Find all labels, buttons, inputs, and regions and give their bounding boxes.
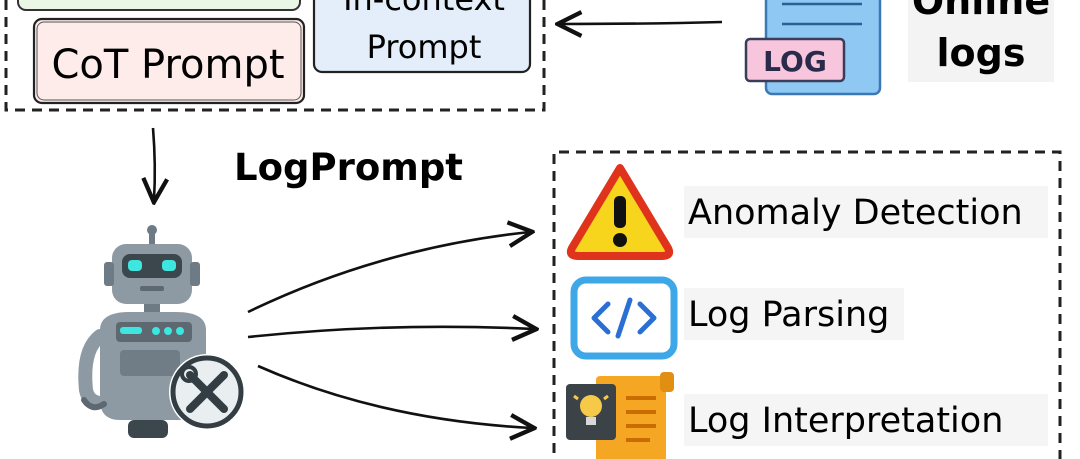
- online-logs-label-bg: [908, 0, 1054, 82]
- log-badge: [744, 37, 846, 83]
- interpretation-label-bg: [684, 394, 1048, 446]
- parsing-label-bg: [684, 288, 904, 340]
- warning-icon: [566, 164, 674, 260]
- robot-icon: [78, 225, 206, 438]
- prompt-container-border: [4, 0, 546, 112]
- incontext-prompt-line1: In-context: [343, 0, 505, 18]
- llm-to-anomaly-arrow: [247, 232, 530, 314]
- cot-prompt-box: CoT Prompt: [32, 17, 306, 105]
- online-logs-line2: logs: [937, 31, 1026, 75]
- code-icon: [570, 276, 678, 360]
- logs-to-prompts-arrow: [560, 22, 723, 24]
- task-label-interpretation: Log Interpretation: [688, 401, 1003, 441]
- task-label-parsing: Log Parsing: [688, 295, 889, 335]
- clipped-prompt-box: [17, 0, 301, 11]
- log-badge-label: LOG: [763, 45, 827, 78]
- llm-to-parsing-arrow: [247, 327, 534, 337]
- tasks-container-border: [552, 150, 1062, 459]
- anomaly-label-bg: [684, 186, 1048, 238]
- incontext-prompt-box: In-context Prompt: [312, 0, 532, 74]
- tools-icon: [169, 354, 245, 430]
- prompts-to-llm-arrow: [153, 127, 155, 200]
- llm-to-interpretation-arrow: [257, 364, 532, 428]
- online-logs-line1: Online: [912, 0, 1050, 23]
- cot-prompt-label: CoT Prompt: [51, 42, 284, 88]
- method-title: LogPrompt: [234, 146, 463, 189]
- lightbulb-scroll-icon: [566, 372, 674, 459]
- document-icon: LOG: [744, 0, 882, 96]
- incontext-prompt-line2: Prompt: [367, 28, 482, 66]
- task-label-anomaly: Anomaly Detection: [688, 193, 1023, 233]
